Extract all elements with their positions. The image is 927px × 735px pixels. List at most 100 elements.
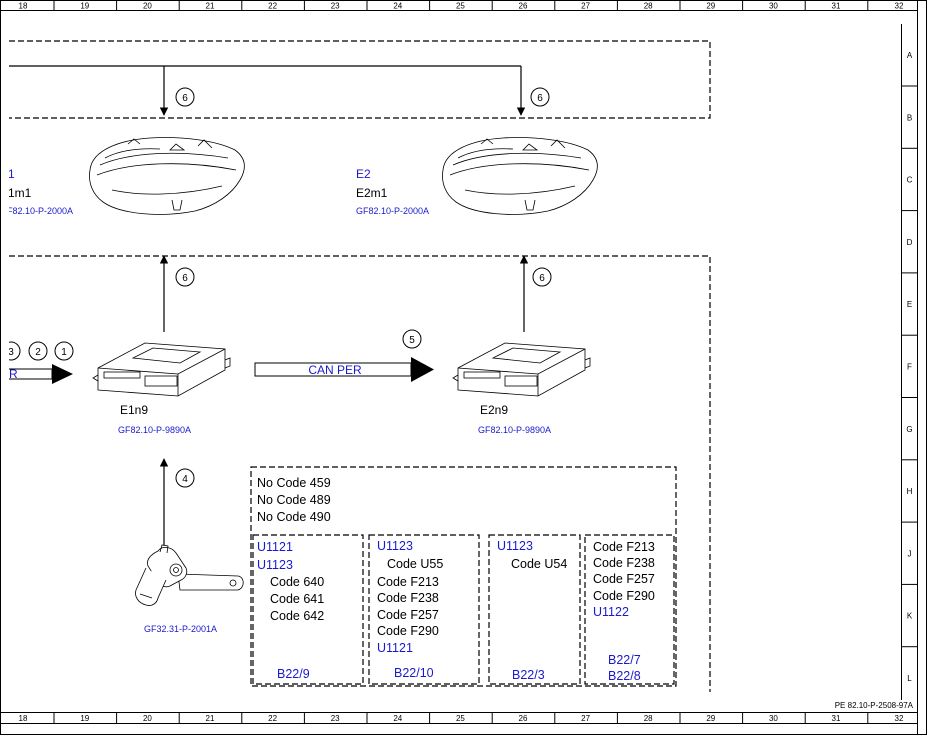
document-reference: PE 82.10-P-2508-97A	[835, 701, 914, 710]
grid-column-label: 26	[519, 2, 528, 11]
row-ticks: A B C D E F G H J K L	[902, 51, 917, 683]
code-panel-box	[250, 466, 677, 687]
input-bus-label: R	[9, 367, 18, 381]
grid-column-label: 27	[581, 714, 590, 723]
grid-column-label: 18	[19, 2, 28, 11]
headlamp-left-code: E1	[0, 167, 15, 181]
grid-column-label: 29	[706, 2, 715, 11]
header-code-line: No Code 489	[257, 493, 331, 507]
callout-mid-left: 6	[182, 273, 188, 284]
b22-10-code: Code U55	[387, 557, 443, 571]
grid-row-label: L	[907, 674, 912, 683]
grid-column-label: 18	[19, 714, 28, 723]
module-right-code: E2n9	[480, 403, 508, 417]
callout-circle-in-2	[28, 341, 48, 361]
grid-column-label: 30	[769, 2, 778, 11]
grid-column-label: 20	[143, 714, 152, 723]
grid-column-label: 20	[143, 2, 152, 11]
callout-circle-top-left	[175, 87, 195, 107]
b22-10-code: Code F213	[377, 575, 439, 589]
dashed-boundary-main	[9, 255, 711, 692]
b22-9-blue-code: U1121	[257, 540, 293, 554]
b22-10-code: Code F257	[377, 608, 439, 622]
grid-column-label: 32	[895, 714, 904, 723]
b22-10-code: Code F290	[377, 624, 439, 638]
callout-sensor: 4	[182, 474, 188, 485]
header-code-line: No Code 490	[257, 510, 331, 524]
grid-row-label: K	[907, 612, 913, 621]
b22-10-code: Code F238	[377, 591, 439, 605]
grid-column-label: 19	[80, 714, 89, 723]
b22-9-box	[252, 534, 364, 685]
callout-in-3: 3	[8, 347, 14, 358]
module-right-ref: GF82.10-P-9890A	[478, 425, 551, 435]
grid-column-label: 24	[393, 714, 402, 723]
sensor-icon	[135, 544, 244, 606]
control-module-right-icon	[452, 342, 591, 397]
grid-column-label: 19	[80, 2, 89, 11]
grid-column-label: 28	[644, 2, 653, 11]
input-bus-arrow	[9, 364, 73, 384]
b22-7-footer: B22/7	[608, 653, 641, 667]
grid-column-label: 25	[456, 2, 465, 11]
b22-9-code: Code 641	[270, 592, 324, 606]
callout-top-right: 6	[537, 93, 543, 104]
callout-can: 5	[409, 335, 415, 346]
b22-9-blue-code: U1123	[257, 558, 293, 572]
callout-circle-mid-right	[532, 267, 552, 287]
b22-7-code: Code F238	[593, 556, 655, 570]
headlamp-right-code: E2	[356, 167, 371, 181]
grid-column-label: 21	[206, 2, 215, 11]
grid-column-label: 22	[268, 2, 277, 11]
b22-10-blue-code: U1123	[377, 539, 413, 553]
b22-8-footer: B22/8	[608, 669, 641, 683]
grid-column-label: 29	[706, 714, 715, 723]
grid-row-label: C	[907, 176, 913, 185]
headlamp-left-icon	[89, 137, 245, 215]
b22-10-blue-code: U1121	[377, 641, 413, 655]
b22-9-footer: B22/9	[277, 667, 310, 681]
headlamp-right-sub: E2m1	[356, 186, 388, 200]
grid-column-label: 23	[331, 2, 340, 11]
grid-column-label: 24	[393, 2, 402, 11]
b22-10-footer: B22/10	[394, 666, 434, 680]
header-code-line: No Code 459	[257, 476, 331, 490]
module-left-code: E1n9	[120, 403, 148, 417]
b22-7-code: Code F257	[593, 572, 655, 586]
b22-3-footer: B22/3	[512, 668, 545, 682]
grid-row-label: A	[907, 51, 913, 60]
grid-row-label: D	[907, 238, 913, 247]
b22-9-code: Code 640	[270, 575, 324, 589]
grid-column-label: 22	[268, 714, 277, 723]
grid-row-label: F	[907, 363, 912, 372]
callout-circle-in-1	[54, 341, 74, 361]
headlamp-right-ref: GF82.10-P-2000A	[356, 206, 429, 216]
dashed-boundary-top	[9, 40, 711, 119]
grid-column-label: 31	[832, 2, 841, 11]
grid-column-label: 23	[331, 714, 340, 723]
headlamp-left-ref: GF82.10-P-2000A	[0, 206, 73, 216]
grid-column-label: 26	[519, 714, 528, 723]
callout-circle-can	[402, 329, 422, 349]
can-bus-arrow	[254, 357, 434, 382]
grid-row-label: J	[908, 549, 912, 558]
b22-3-box	[488, 534, 581, 685]
callout-circle-top-right	[530, 87, 550, 107]
b22-3-blue-code: U1123	[497, 539, 533, 553]
grid-row-label: H	[907, 487, 913, 496]
callout-in-1: 1	[61, 347, 67, 358]
b22-7-code: Code F290	[593, 589, 655, 603]
grid-column-label: 25	[456, 714, 465, 723]
b22-7-blue-code: U1122	[593, 605, 629, 619]
b22-3-code: Code U54	[511, 557, 567, 571]
grid-row-label: E	[907, 300, 912, 309]
control-module-left-icon	[92, 342, 231, 397]
grid-row-label: G	[906, 425, 912, 434]
callout-in-2: 2	[35, 347, 41, 358]
grid-row-label: B	[907, 113, 912, 122]
sensor-ref: GF32.31-P-2001A	[144, 624, 217, 634]
callout-circle-in-3	[9, 341, 21, 361]
callout-circle-sensor	[175, 468, 195, 488]
